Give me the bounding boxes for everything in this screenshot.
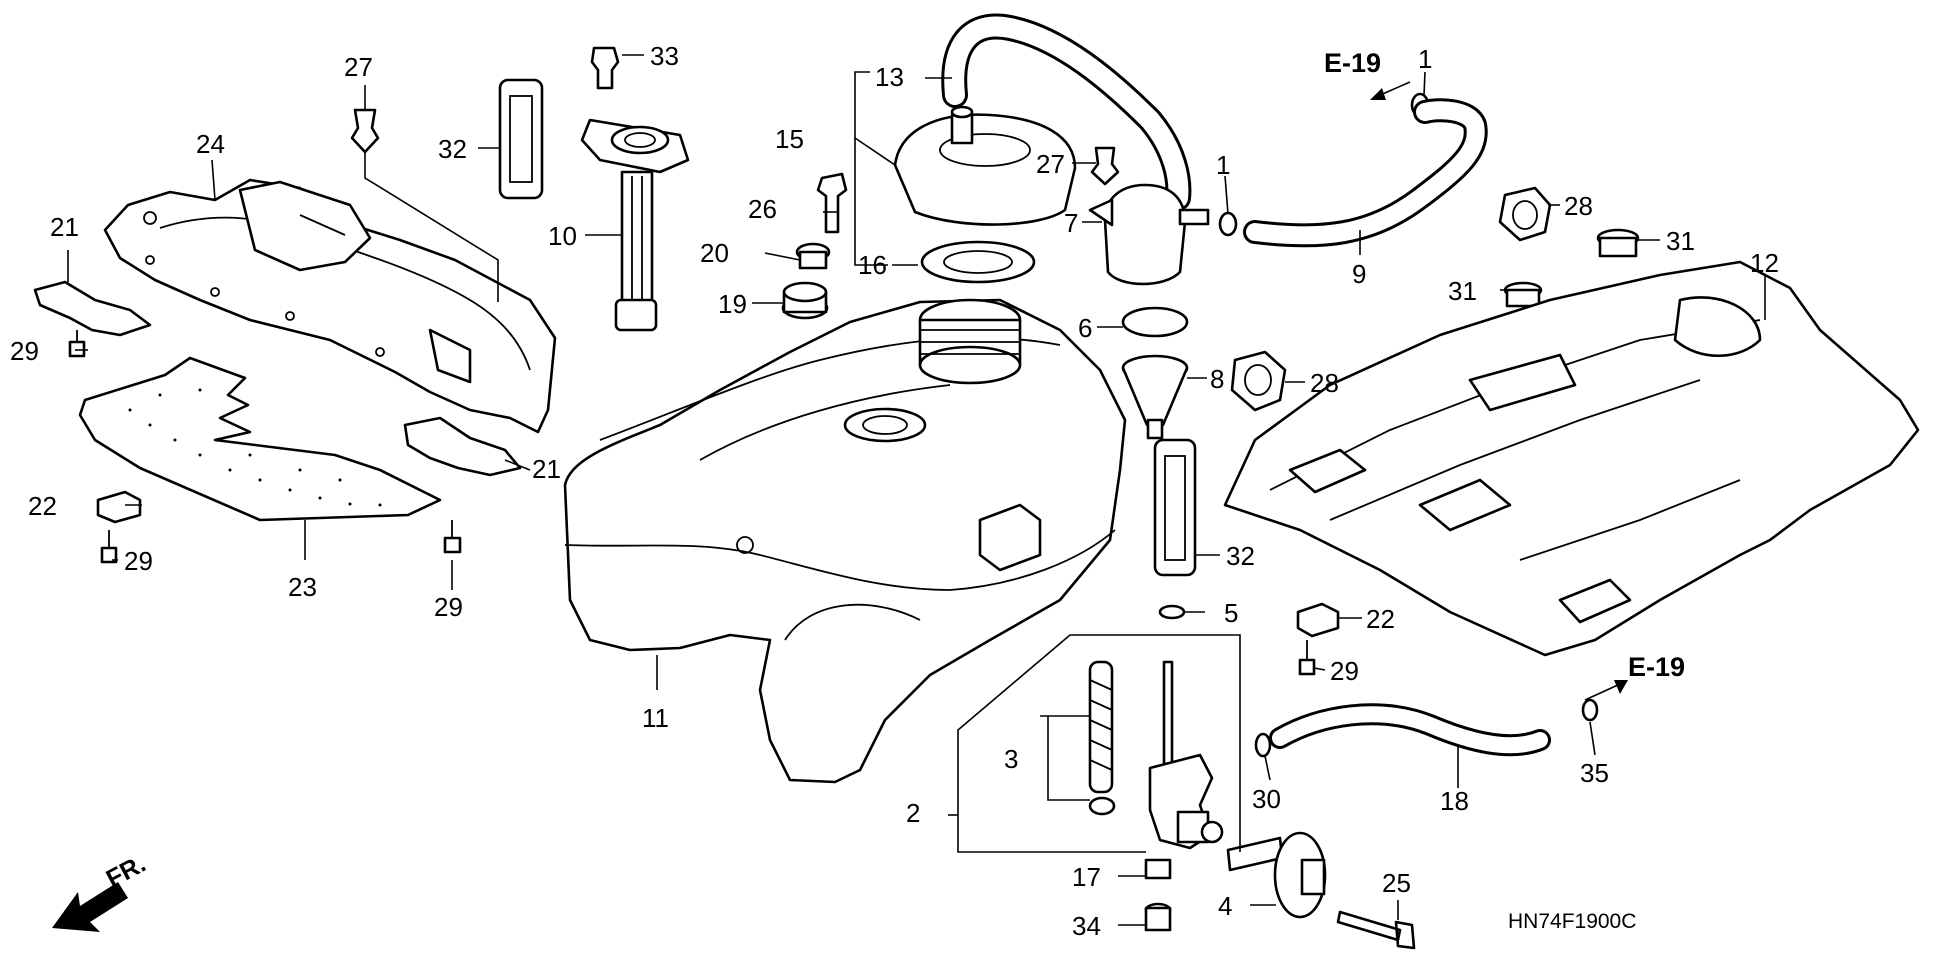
part-32a-strap [498,78,544,200]
part-25-bolt [1336,910,1416,950]
part-22a-clip [96,490,142,524]
part-10-fuel-sender [580,118,690,332]
part-17-nut [1144,858,1172,880]
callout-29: 29 [1330,656,1359,686]
callout-11: 11 [642,703,669,733]
front-direction-arrow-icon [52,882,128,932]
callout-28: 28 [1310,368,1339,398]
callout-19: 19 [718,289,747,319]
part-2-fuel-valve [1148,660,1224,850]
part-32b-strap [1153,438,1197,577]
part-34-nut [1144,902,1172,932]
callout-35: 35 [1580,758,1609,788]
diagram-code: HN74F1900C [1508,910,1636,933]
part-29-screws [68,330,1316,676]
callout-31: 31 [1666,226,1695,256]
callout-4: 4 [1218,891,1232,921]
part-21b-bracket [403,416,522,477]
part-3-strainer [1088,660,1116,816]
callout-27: 27 [344,52,373,82]
callout-3: 3 [1004,744,1018,774]
leader-lines [67,54,1766,926]
part-23-pad [78,356,442,522]
callout-1: 1 [1418,44,1432,74]
part-4-joint [1226,831,1327,919]
part-11-fuel-tank [563,298,1127,784]
callout-30: 30 [1252,784,1281,814]
part-31b-grommet [1503,281,1543,308]
part-8-funnel [1121,354,1189,440]
callout-26: 26 [748,194,777,224]
callout-22: 22 [1366,604,1395,634]
callout-20: 20 [700,238,729,268]
callout-15: 15 [775,124,804,154]
callout-9: 9 [1352,259,1366,289]
part-28a-band [1498,186,1552,242]
part-5-washer [1158,604,1186,620]
callout-21: 21 [532,454,561,484]
part-24-front-cover [103,178,557,434]
callout-2: 2 [906,798,920,828]
callout-8: 8 [1210,364,1224,394]
callout-34: 34 [1072,911,1101,941]
part-7-breather [1088,183,1210,286]
callout-7: 7 [1064,208,1078,238]
callout-labels: 1 1 2 3 4 5 6 7 8 9 10 11 12 13 15 16 17… [10,41,1779,941]
callout-21: 21 [50,212,79,242]
callout-23: 23 [288,572,317,602]
part-30-clamp [1254,732,1272,758]
part-31a-grommet [1596,228,1640,258]
callout-12: 12 [1750,248,1779,278]
callout-13: 13 [875,62,904,92]
part-6-seal [1121,306,1189,338]
callout-24: 24 [196,129,225,159]
callout-27: 27 [1036,149,1065,179]
callout-25: 25 [1382,868,1411,898]
part-27b-rivet [1090,146,1120,186]
part-21a-bracket [33,280,152,337]
part-28b-band [1230,350,1287,412]
front-label: FR. [102,850,151,894]
part-33-bolt [590,46,620,90]
callout-22: 22 [28,491,57,521]
reference-e19: E-19 [1628,652,1685,682]
part-20-collar [795,242,831,270]
callout-28: 28 [1564,191,1593,221]
parts-illustration [33,13,1920,950]
part-15-fuel-cap [893,105,1077,226]
callout-6: 6 [1078,313,1092,343]
callout-18: 18 [1440,786,1469,816]
part-35-clamp [1581,698,1599,722]
part-1a-clamp [1218,211,1238,237]
callout-10: 10 [548,221,577,251]
callout-29: 29 [124,546,153,576]
callout-33: 33 [650,41,679,71]
callout-32: 32 [438,134,467,164]
reference-e19: E-19 [1324,48,1381,78]
callout-16: 16 [858,250,887,280]
callout-5: 5 [1224,598,1238,628]
callout-29: 29 [434,592,463,622]
part-27a-rivet [350,108,380,154]
callout-29: 29 [10,336,39,366]
callout-32: 32 [1226,541,1255,571]
part-19-grommet [781,281,829,320]
part-16-gasket [920,240,1036,284]
part-26-bolt [816,172,848,234]
part-12-undercover [1223,260,1920,657]
callout-31: 31 [1448,276,1477,306]
part-22b-clip [1296,602,1340,638]
callout-17: 17 [1072,862,1101,892]
callout-1: 1 [1216,150,1230,180]
